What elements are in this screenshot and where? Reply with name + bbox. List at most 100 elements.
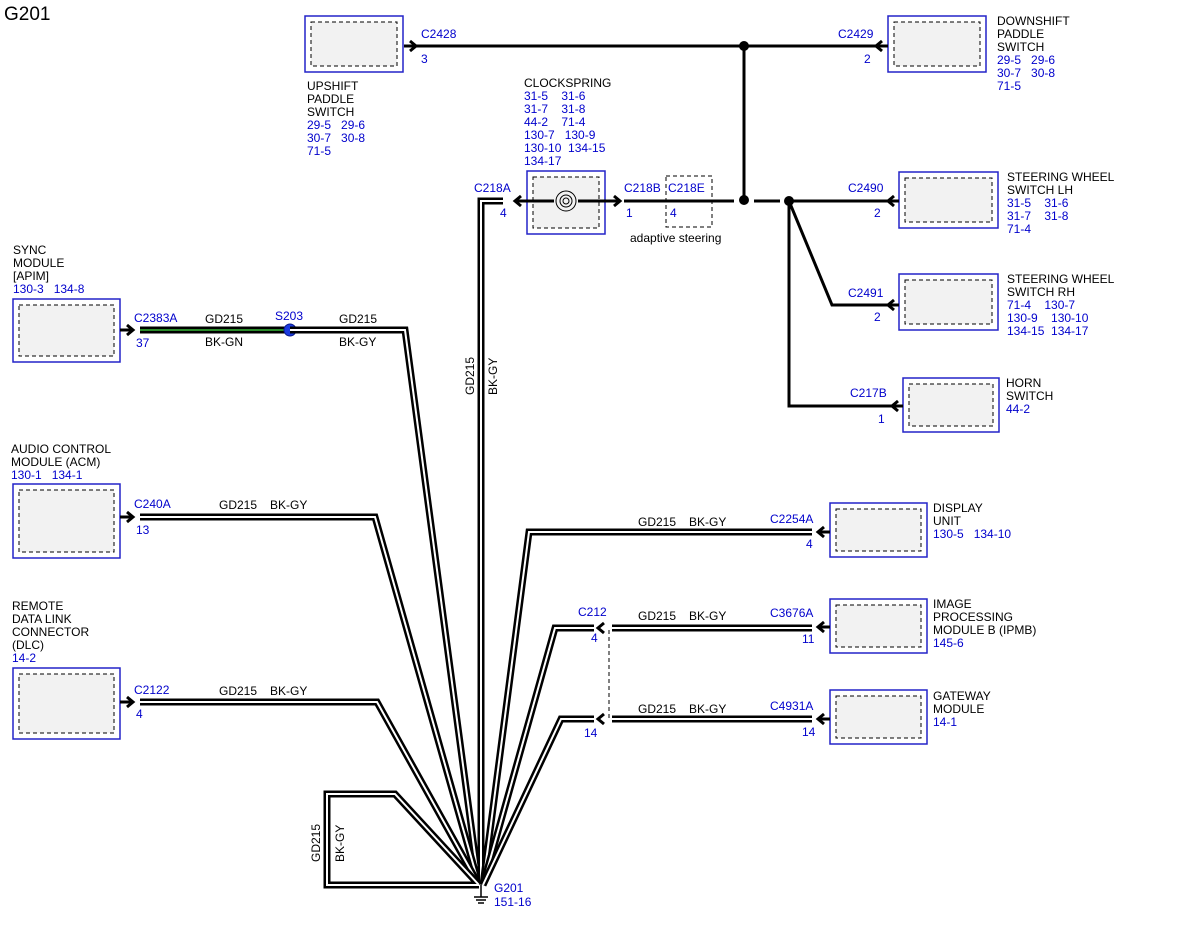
diagram-title: G201 <box>4 4 50 25</box>
connector-c2428: C2428 <box>421 27 457 41</box>
downshift-ref-2: 30-7 30-8 <box>997 66 1055 80</box>
clockspring-ref-3: 44-2 71-4 <box>524 115 586 129</box>
arrow-c2254a <box>815 525 825 539</box>
arrow-c217b <box>889 399 899 413</box>
downshift-ref-1: 29-5 29-6 <box>997 53 1055 67</box>
connector-c2491: C2491 <box>848 286 884 300</box>
acm-label-1: AUDIO CONTROL <box>11 442 111 456</box>
downshift-label-2: PADDLE <box>997 27 1044 41</box>
gateway-label-2: MODULE <box>933 702 984 716</box>
clockspring-ref-5: 130-10 134-15 <box>524 141 606 155</box>
pin-c217b: 1 <box>878 412 885 426</box>
arrow-c4931a <box>815 712 825 726</box>
connector-c218e: C218E <box>668 181 705 195</box>
connector-c2490: C2490 <box>848 181 884 195</box>
connector-c2429: C2429 <box>838 27 874 41</box>
connector-c240a: C240A <box>134 497 171 511</box>
vertical-wire-color: BK-GY <box>486 358 500 395</box>
swlh-ref-3: 71-4 <box>1007 222 1031 236</box>
gateway-module: GATEWAY MODULE 14-1 <box>829 689 991 745</box>
arrow-c2491 <box>885 298 895 312</box>
upshift-ref-2: 30-7 30-8 <box>307 131 365 145</box>
audio-control-module: AUDIO CONTROL MODULE (ACM) 130-1 134-1 <box>11 442 121 559</box>
gateway-wire-color: BK-GY <box>689 702 726 716</box>
sync-label-3: [APIM] <box>13 269 49 283</box>
note-adaptive-steering: adaptive steering <box>630 231 721 245</box>
pin-c4931a: 14 <box>802 725 816 739</box>
horn-label-2: SWITCH <box>1006 389 1053 403</box>
swlh-ref-2: 31-7 31-8 <box>1007 209 1069 223</box>
gateway-wire-circuit: GD215 <box>638 702 676 716</box>
horn-switch: HORN SWITCH 44-2 <box>902 376 1053 433</box>
acm-ref-1: 130-1 134-1 <box>11 468 83 482</box>
swlh-label-1: STEERING WHEEL <box>1007 170 1115 184</box>
dlc-label-4: (DLC) <box>12 638 44 652</box>
clockspring-ref-1: 31-5 31-6 <box>524 89 586 103</box>
display-wire-color: BK-GY <box>689 515 726 529</box>
sync-ref-1: 130-3 134-8 <box>13 282 85 296</box>
arrow-c212-b <box>595 712 605 726</box>
display-label-1: DISPLAY <box>933 501 983 515</box>
dlc-label-1: REMOTE <box>12 599 63 613</box>
swlh-label-2: SWITCH LH <box>1007 183 1073 197</box>
ipmb-wire-circuit: GD215 <box>638 609 676 623</box>
downshift-ref-3: 71-5 <box>997 79 1021 93</box>
pin-c2490: 2 <box>874 206 881 220</box>
wire-horn <box>787 201 903 408</box>
clockspring-coil-icon <box>555 190 577 212</box>
swrh-ref-2: 130-9 130-10 <box>1007 311 1089 325</box>
arrow-c3676a <box>815 620 825 634</box>
display-wire-circuit: GD215 <box>638 515 676 529</box>
remote-data-link-connector: REMOTE DATA LINK CONNECTOR (DLC) 14-2 <box>12 599 121 740</box>
dlc-ref-1: 14-2 <box>12 651 36 665</box>
upshift-paddle-switch: UPSHIFT PADDLE SWITCH 29-5 29-6 30-7 30-… <box>304 15 404 158</box>
display-ref-1: 130-5 134-10 <box>933 527 1011 541</box>
arrow-c218b <box>613 194 623 208</box>
steering-wheel-switch-rh: STEERING WHEEL SWITCH RH 71-4 130-7 130-… <box>898 272 1115 338</box>
junction-dot-top <box>739 41 749 51</box>
acm-wire-circuit: GD215 <box>219 498 257 512</box>
sync-wire-color: BK-GN <box>205 335 243 349</box>
wire-swrh <box>787 200 899 307</box>
ground-ref: 151-16 <box>494 895 532 909</box>
upshift-label-3: SWITCH <box>307 105 354 119</box>
arrow-c212-a <box>595 621 605 635</box>
gateway-ref-1: 14-1 <box>933 715 957 729</box>
arrow-c218a <box>512 194 522 208</box>
arrow-c240a <box>126 510 136 524</box>
horn-label-1: HORN <box>1006 376 1041 390</box>
ipmb-wire-color: BK-GY <box>689 609 726 623</box>
ipmb-ref-1: 145-6 <box>933 636 964 650</box>
swrh-label-2: SWITCH RH <box>1007 285 1075 299</box>
pin-c218a: 4 <box>500 206 507 220</box>
s203-wire-color: BK-GY <box>339 335 376 349</box>
swrh-ref-3: 134-15 134-17 <box>1007 324 1089 338</box>
connector-c4931a: C4931A <box>770 699 813 713</box>
clockspring-ref-4: 130-7 130-9 <box>524 128 596 142</box>
pin-c240a: 13 <box>136 523 150 537</box>
swrh-label-1: STEERING WHEEL <box>1007 272 1115 286</box>
pin-c212-a: 4 <box>591 631 598 645</box>
loop-wire-circuit: GD215 <box>309 824 323 862</box>
steering-wheel-switch-lh: STEERING WHEEL SWITCH LH 31-5 31-6 31-7 … <box>898 170 1115 236</box>
upshift-ref-1: 29-5 29-6 <box>307 118 365 132</box>
pin-c218b: 1 <box>626 206 633 220</box>
pin-c2428: 3 <box>421 52 428 66</box>
dlc-wire-color: BK-GY <box>270 684 307 698</box>
display-label-2: UNIT <box>933 514 962 528</box>
pin-c3676a: 11 <box>802 632 815 646</box>
pin-c212-b: 14 <box>584 726 598 740</box>
downshift-paddle-switch: DOWNSHIFT PADDLE SWITCH 29-5 29-6 30-7 3… <box>887 14 1070 93</box>
connector-c2383a: C2383A <box>134 311 177 325</box>
gateway-label-1: GATEWAY <box>933 689 991 703</box>
sync-label-1: SYNC <box>13 243 47 257</box>
connector-c212: C212 <box>578 605 607 619</box>
clockspring-ref-2: 31-7 31-8 <box>524 102 586 116</box>
clockspring: CLOCKSPRING 31-5 31-6 31-7 31-8 44-2 71-… <box>524 76 611 235</box>
horn-ref-1: 44-2 <box>1006 402 1030 416</box>
dlc-label-2: DATA LINK <box>12 612 72 626</box>
arrow-c2490 <box>885 194 895 208</box>
connector-c218b: C218B <box>624 181 661 195</box>
pin-c2383a: 37 <box>136 336 150 350</box>
